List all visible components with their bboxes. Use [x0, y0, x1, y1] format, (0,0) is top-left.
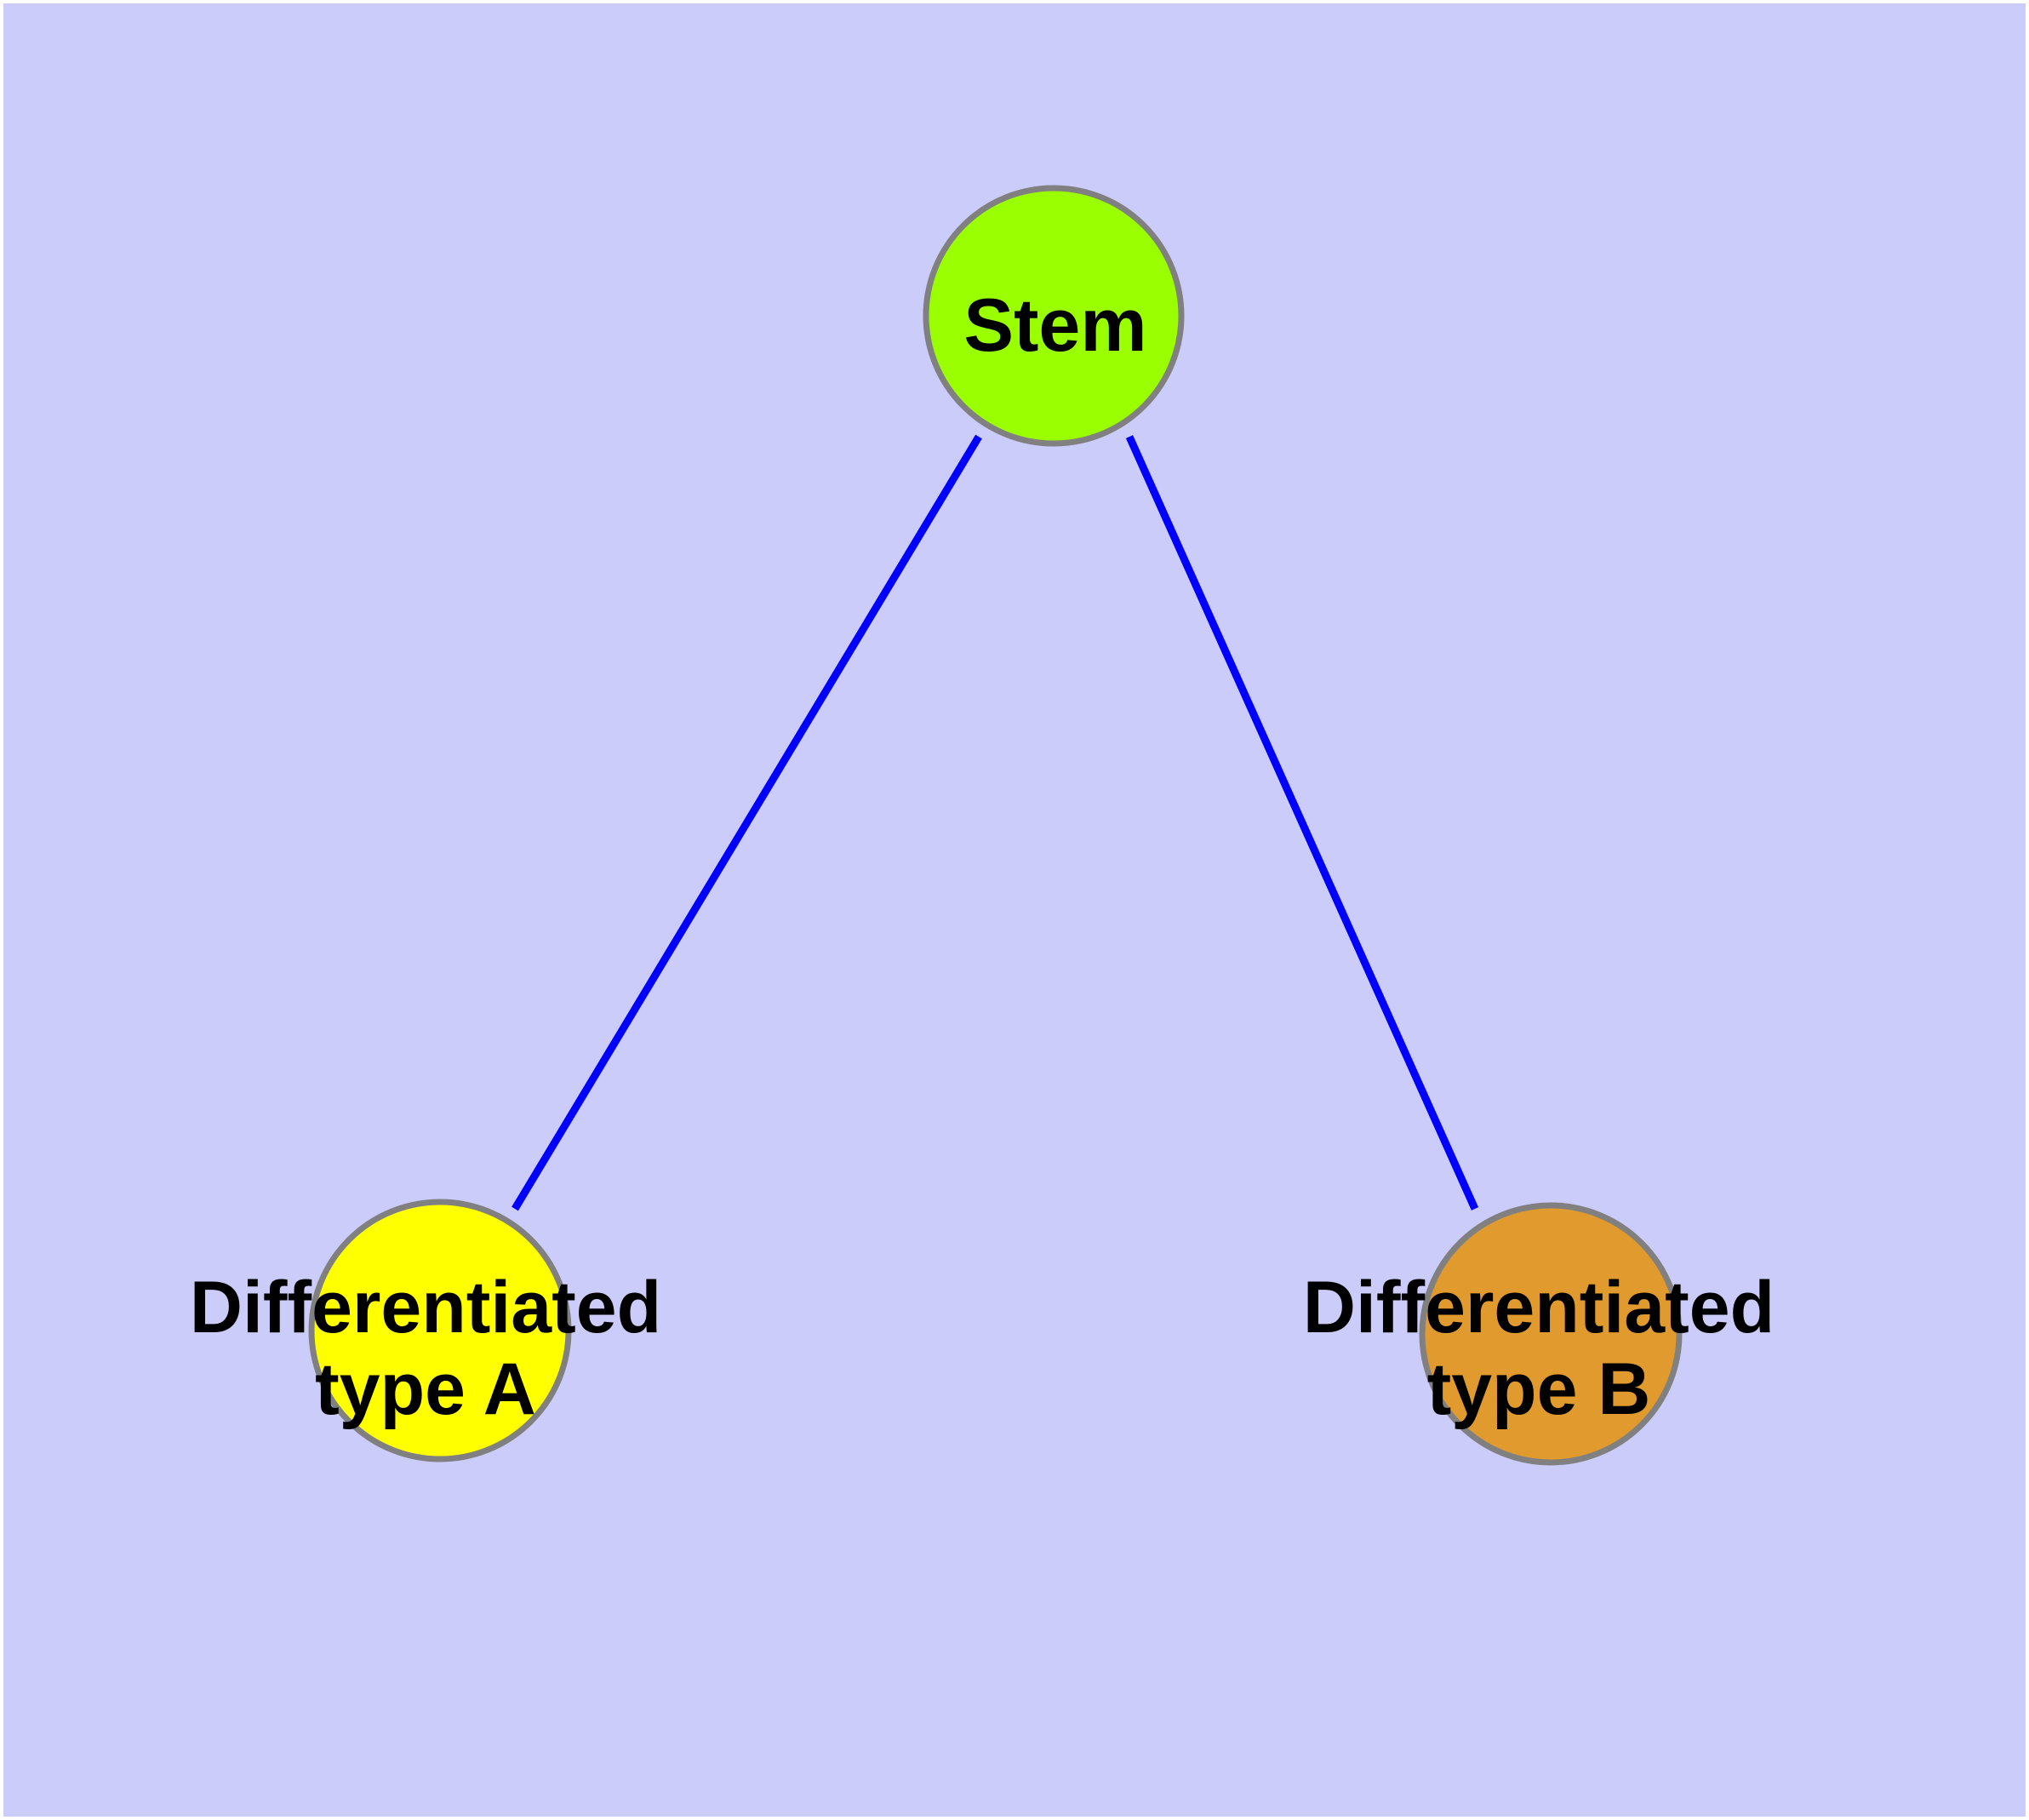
graph-node-diff_b[interactable]: [1419, 1202, 1683, 1466]
graph-node-diff_a[interactable]: [308, 1199, 572, 1462]
node-label-line: type B: [1427, 1348, 1651, 1430]
edge-layer: [512, 434, 1479, 1211]
node-label-line: Differentiated: [190, 1267, 661, 1348]
graph-node-stem[interactable]: [923, 185, 1185, 447]
graph-edge-stem-diff_b: [1125, 435, 1479, 1210]
node-layer: [308, 185, 1683, 1466]
node-label-stem: Stem: [963, 283, 1146, 367]
node-label-line: Differentiated: [1303, 1267, 1775, 1348]
node-label-line: type A: [315, 1348, 536, 1430]
graph-edge-stem-diff_a: [512, 434, 982, 1211]
node-label-line: Stem: [963, 283, 1146, 367]
